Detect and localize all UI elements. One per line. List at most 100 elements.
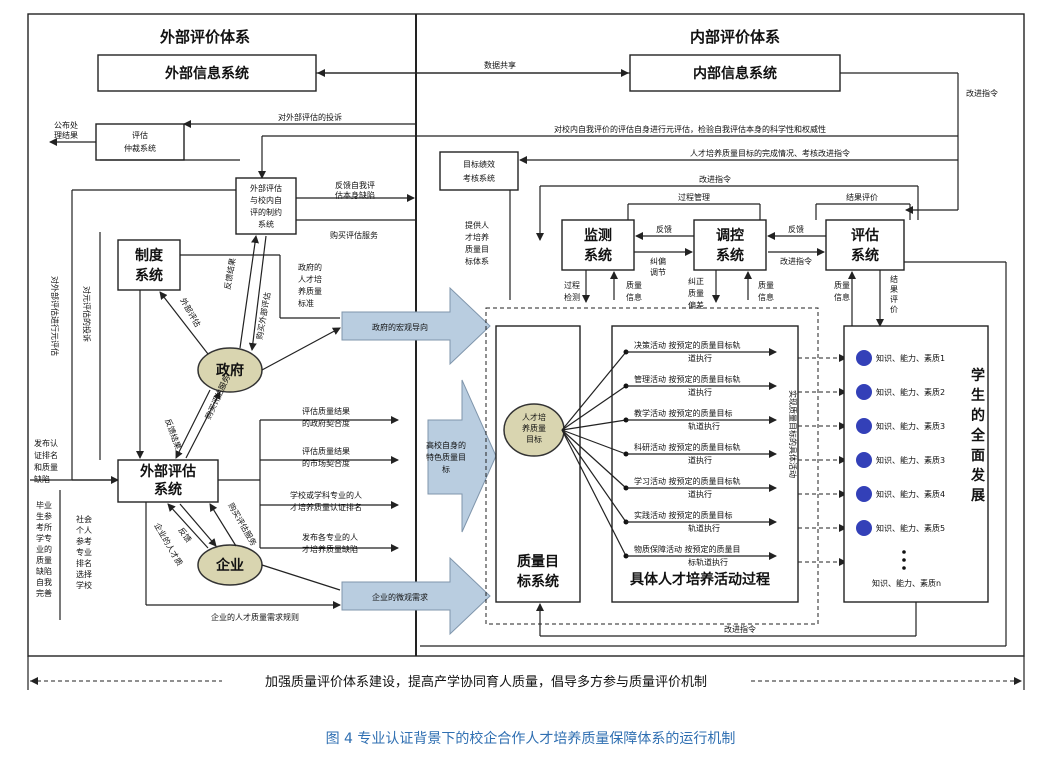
activity-label-line2: 轨道执行	[688, 421, 720, 431]
svg-text:人才培: 人才培	[298, 274, 322, 284]
outcome-dot	[856, 520, 872, 536]
activity-label: 物质保障活动 按预定的质量目	[634, 544, 741, 554]
svg-text:标体系: 标体系	[465, 256, 489, 266]
svg-text:发: 发	[970, 467, 986, 484]
external-info-box	[97, 54, 317, 92]
outcome-dot	[856, 418, 872, 434]
svg-text:面: 面	[971, 448, 985, 464]
svg-text:企业: 企业	[215, 557, 244, 574]
svg-text:养质量: 养质量	[522, 423, 546, 433]
svg-text:学校或学科专业的人: 学校或学科专业的人	[290, 490, 362, 500]
external-info-label: 外部信息系统	[165, 65, 249, 82]
activity-connector	[561, 385, 627, 431]
mechanism-box	[235, 177, 297, 235]
svg-text:质量: 质量	[688, 288, 704, 298]
svg-text:学: 学	[971, 367, 985, 384]
release-cert-label: 发布认 证排名 和质量 缺陷	[34, 438, 58, 484]
svg-text:发布认: 发布认	[34, 438, 58, 448]
svg-text:企业的人才质量需求规则: 企业的人才质量需求规则	[211, 612, 299, 622]
svg-text:专业: 专业	[76, 547, 92, 557]
svg-text:外部评估: 外部评估	[178, 296, 203, 329]
svg-text:的政府契合度: 的政府契合度	[302, 418, 350, 428]
activity-label: 实践活动 按预定的质量目标	[634, 510, 733, 520]
svg-text:纠正: 纠正	[688, 277, 704, 286]
svg-text:个人: 个人	[76, 526, 92, 535]
meta-eval-label: 对校内自我评价的评估自身进行元评估，检验自我评估本身的科学性和权威性	[554, 124, 826, 134]
ellipsis-dot	[902, 558, 906, 562]
activity-label: 科研活动 按预定的质量目标轨	[634, 442, 741, 452]
svg-text:改进指令: 改进指令	[699, 174, 731, 184]
evaluate-box	[825, 219, 905, 271]
svg-text:购买评估服务: 购买评估服务	[226, 501, 259, 548]
svg-text:缺陷: 缺陷	[36, 566, 52, 576]
activity-label: 决策活动 按预定的质量目标轨	[634, 340, 741, 350]
outcome-dot	[856, 384, 872, 400]
activity-connector	[561, 429, 627, 489]
activity-label-line2: 轨道执行	[688, 523, 720, 533]
svg-text:系统: 系统	[851, 247, 879, 264]
svg-text:考核系统: 考核系统	[463, 173, 495, 183]
svg-text:评的制约: 评的制约	[250, 207, 282, 217]
svg-text:考所: 考所	[36, 522, 52, 532]
svg-text:人才培养质量目标的完成情况、考核改进指令: 人才培养质量目标的完成情况、考核改进指令	[690, 148, 850, 158]
svg-text:系统: 系统	[154, 481, 182, 498]
student-dev-label: 学 生 的 全 面 发 展	[970, 367, 986, 504]
svg-text:评估质量结果: 评估质量结果	[302, 406, 350, 416]
svg-text:和质量: 和质量	[34, 462, 58, 472]
svg-text:评估: 评估	[132, 130, 148, 140]
svg-text:质量: 质量	[36, 555, 52, 565]
outcome-label: 知识、能力、素质3	[876, 455, 945, 465]
outcome-label: 知识、能力、素质3	[876, 421, 945, 431]
svg-text:反馈: 反馈	[788, 224, 804, 234]
dashed-container	[485, 307, 819, 625]
target-assess-box	[439, 151, 519, 191]
svg-text:缺陷: 缺陷	[34, 474, 50, 484]
svg-text:高校自身的: 高校自身的	[426, 440, 466, 450]
svg-text:反馈结果: 反馈结果	[163, 417, 183, 450]
svg-text:系统: 系统	[258, 219, 274, 229]
svg-text:质量: 质量	[626, 280, 642, 290]
svg-text:生参: 生参	[36, 511, 52, 521]
svg-text:自我: 自我	[36, 577, 52, 587]
activity-label-line2: 标轨道执行	[688, 557, 728, 567]
svg-text:学专: 学专	[36, 533, 52, 543]
svg-text:偏差: 偏差	[688, 300, 704, 310]
svg-text:制度: 制度	[135, 247, 164, 264]
svg-text:展: 展	[971, 488, 985, 504]
svg-text:仲裁系统: 仲裁系统	[124, 143, 156, 153]
svg-text:调控: 调控	[716, 227, 744, 244]
ellipsis-dot	[902, 550, 906, 554]
svg-text:纠偏: 纠偏	[650, 256, 666, 266]
ellipsis-dot	[902, 566, 906, 570]
svg-text:外部评估: 外部评估	[140, 463, 196, 480]
external-title: 外部评价体系	[159, 28, 250, 46]
activity-label-line2: 道执行	[688, 387, 712, 397]
arbitration-box	[95, 123, 185, 161]
svg-text:改进指令: 改进指令	[780, 256, 812, 266]
svg-text:才培养: 才培养	[465, 232, 489, 242]
public-result-label: 公布处	[54, 120, 78, 130]
bottom-banner: 加强质量评价体系建设，提高产学协同育人质量，倡导多方参与质量评价机制	[265, 674, 707, 690]
svg-text:外部评估: 外部评估	[250, 183, 282, 193]
svg-text:政府的: 政府的	[298, 262, 322, 272]
svg-text:人才培: 人才培	[522, 412, 546, 422]
institution-box	[117, 239, 181, 291]
svg-text:社会: 社会	[76, 514, 92, 524]
svg-text:业的: 业的	[36, 544, 52, 554]
svg-text:实现质量目标的具体活动: 实现质量目标的具体活动	[788, 390, 798, 478]
svg-text:反馈: 反馈	[656, 224, 672, 234]
svg-text:的: 的	[971, 407, 985, 424]
external-eval-box	[117, 459, 219, 503]
svg-text:评: 评	[890, 295, 898, 304]
svg-text:标系统: 标系统	[516, 573, 559, 590]
svg-text:生: 生	[971, 387, 985, 404]
svg-text:质量目: 质量目	[465, 244, 489, 254]
svg-text:结果评价: 结果评价	[846, 192, 878, 202]
svg-text:对元评估的投诉: 对元评估的投诉	[82, 286, 92, 342]
svg-text:标: 标	[442, 464, 450, 474]
svg-text:企业的微观需求: 企业的微观需求	[372, 592, 428, 602]
svg-text:估本身缺陷: 估本身缺陷	[335, 190, 375, 200]
svg-text:目标绩效: 目标绩效	[463, 159, 495, 169]
activity-label: 学习活动 按预定的质量目标轨	[634, 476, 741, 486]
